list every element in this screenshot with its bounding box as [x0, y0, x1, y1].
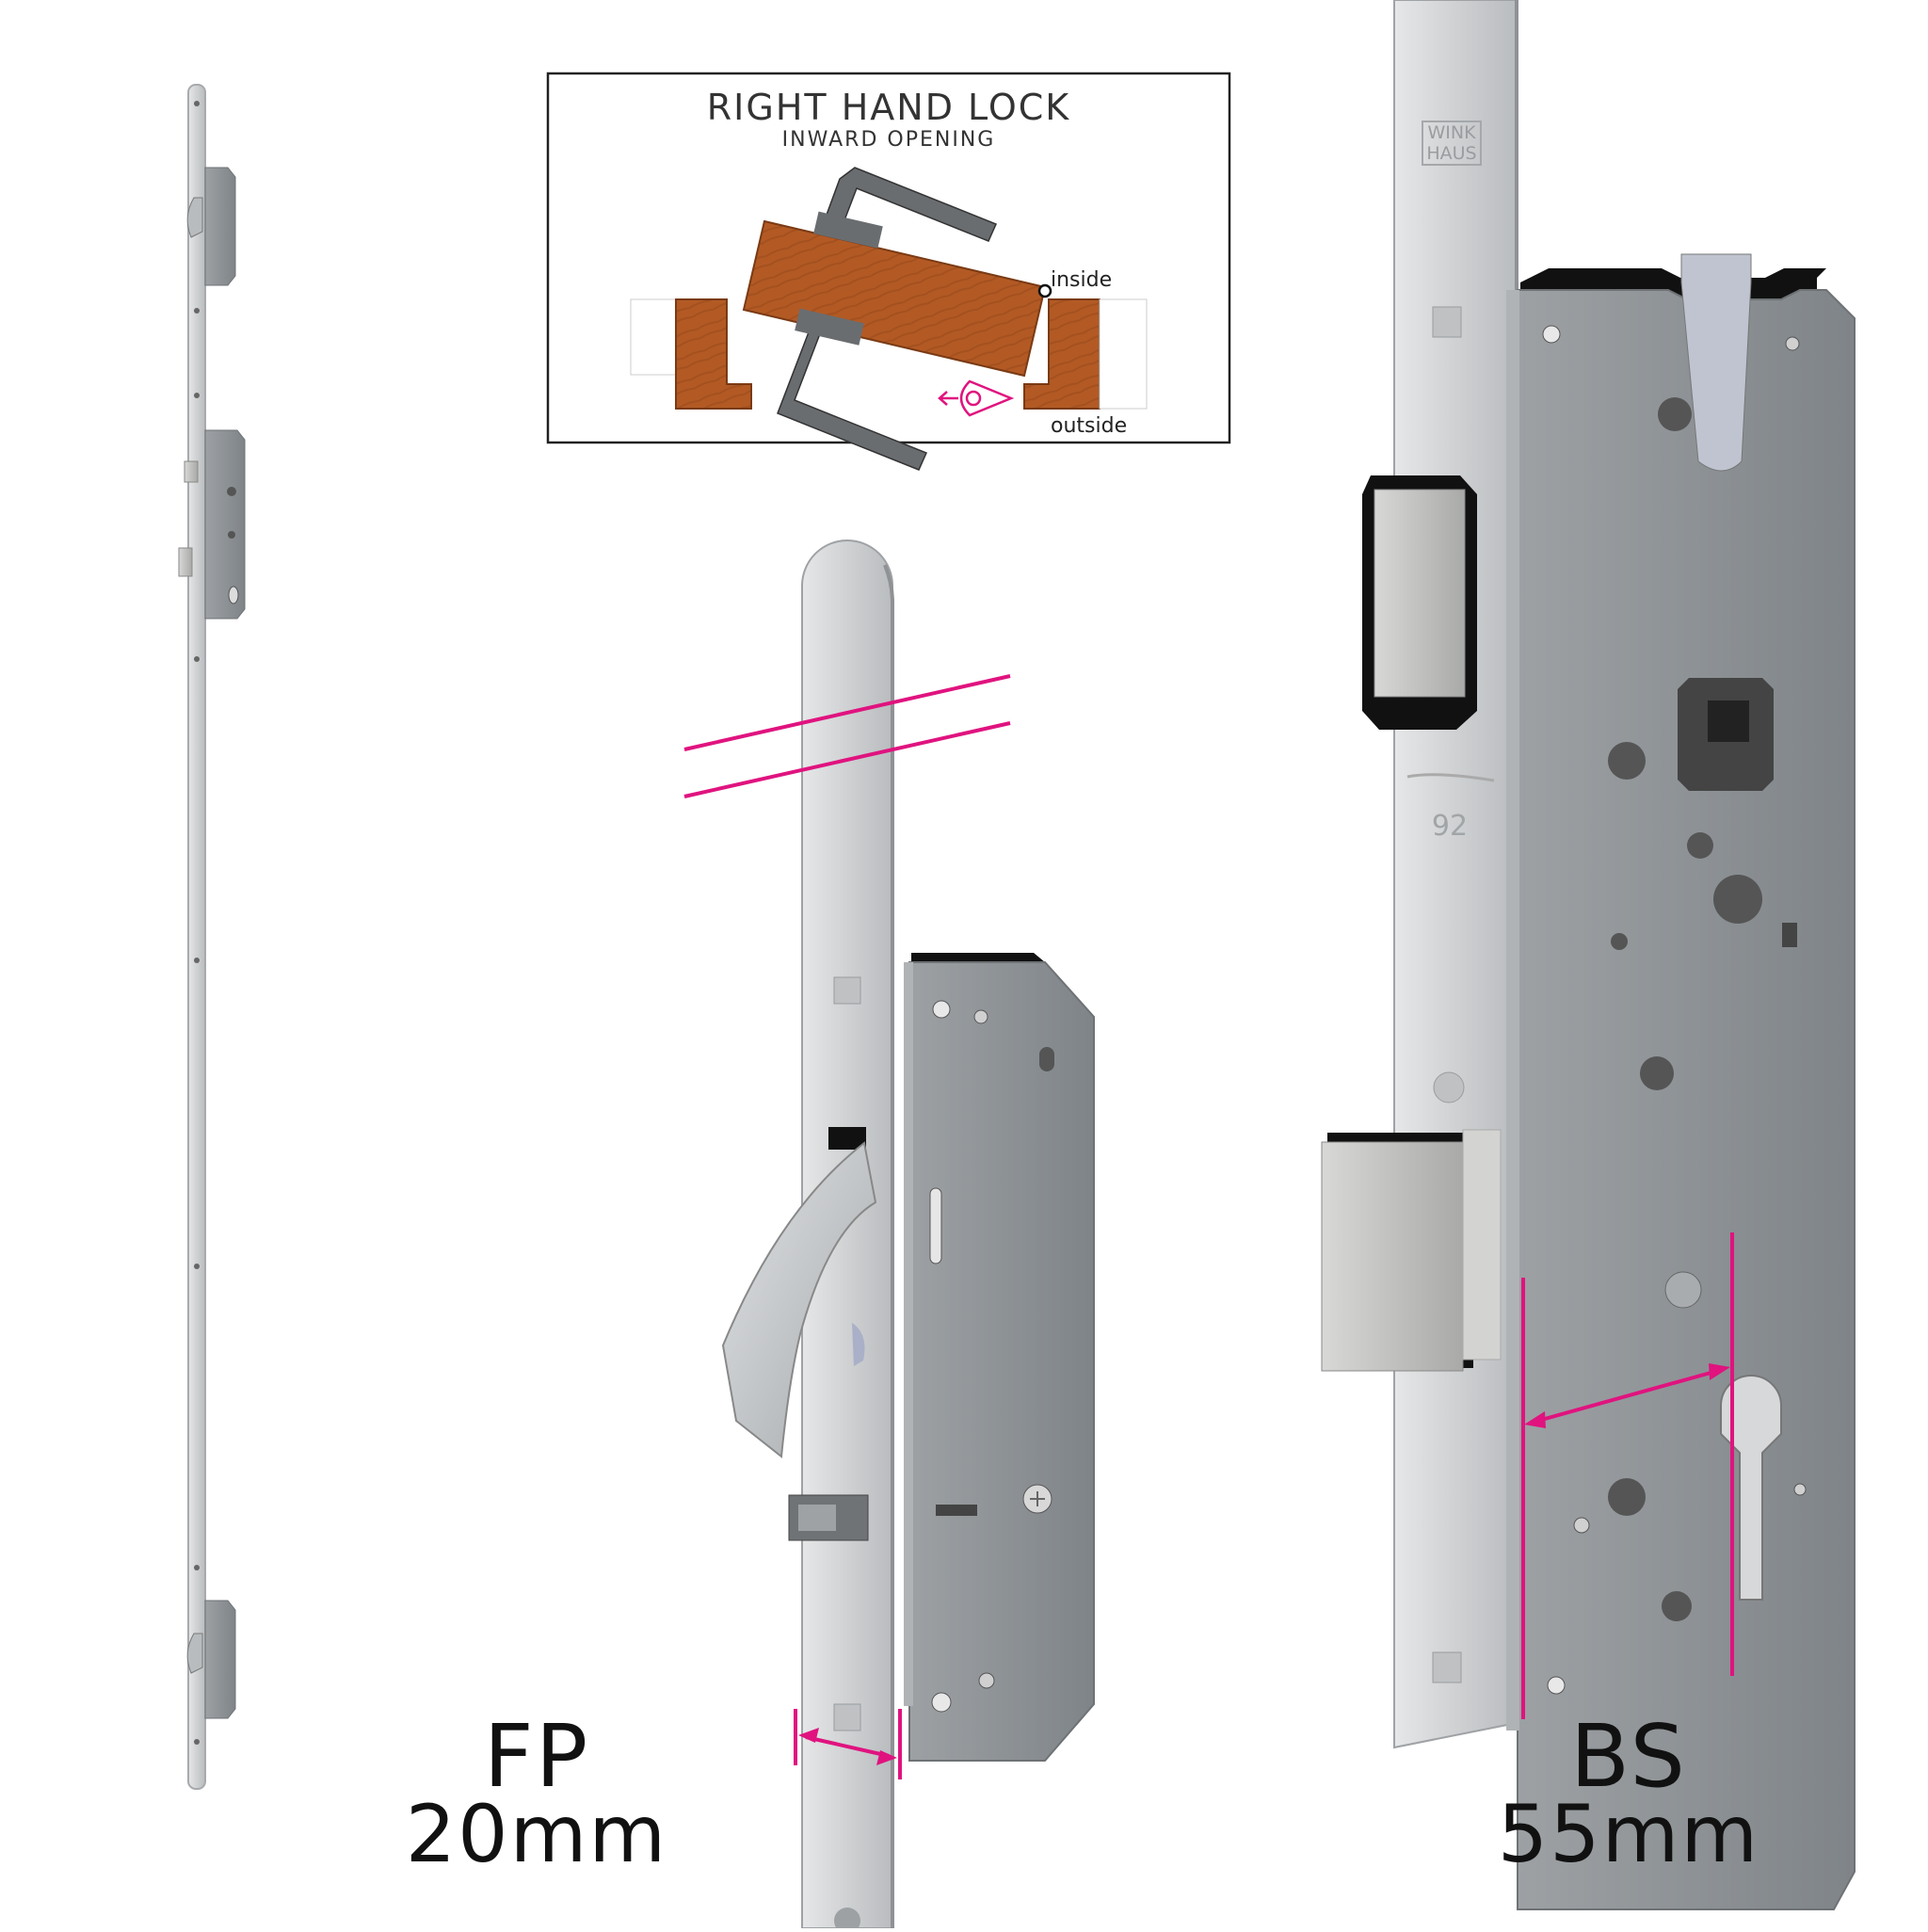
inset-title: RIGHT HAND LOCK	[706, 87, 1071, 128]
fp-label: FP	[483, 1706, 590, 1807]
brand-embossing: WINK HAUS	[1422, 121, 1482, 166]
label-inside: inside	[1051, 268, 1113, 292]
gearbox-case	[1506, 268, 1856, 1910]
anti-slam-plunger	[788, 1494, 869, 1541]
deadbolt	[1321, 1129, 1502, 1372]
label-outside: outside	[1051, 414, 1128, 438]
fp-dimension-marker	[794, 1709, 902, 1779]
pivot-point	[1037, 283, 1052, 298]
bs-dimension-marker	[1521, 1232, 1734, 1719]
full-lock-overview	[178, 84, 246, 1790]
bs-label: BS	[1570, 1706, 1687, 1807]
door-leaf	[742, 211, 1047, 378]
bs-value: 55mm	[1497, 1788, 1760, 1880]
model-embossing: 92	[1431, 810, 1469, 843]
central-gearbox	[178, 429, 246, 620]
hook-lock-case	[904, 953, 1095, 1762]
break-marker	[683, 674, 1011, 798]
fp-value: 20mm	[405, 1788, 668, 1880]
handing-inset	[546, 72, 1231, 471]
bottom-hook-case	[186, 1600, 236, 1719]
gearbox-detail	[1321, 0, 1856, 1910]
top-hook-case	[186, 167, 236, 286]
hook-lock-detail	[721, 539, 1095, 1932]
inset-subtitle: INWARD OPENING	[781, 128, 996, 152]
hook-bolt	[721, 1127, 877, 1458]
door-frame-left	[630, 298, 752, 410]
door-frame-right	[1023, 298, 1148, 410]
eye-icon	[938, 379, 1015, 417]
spring-latch	[1362, 253, 1752, 730]
